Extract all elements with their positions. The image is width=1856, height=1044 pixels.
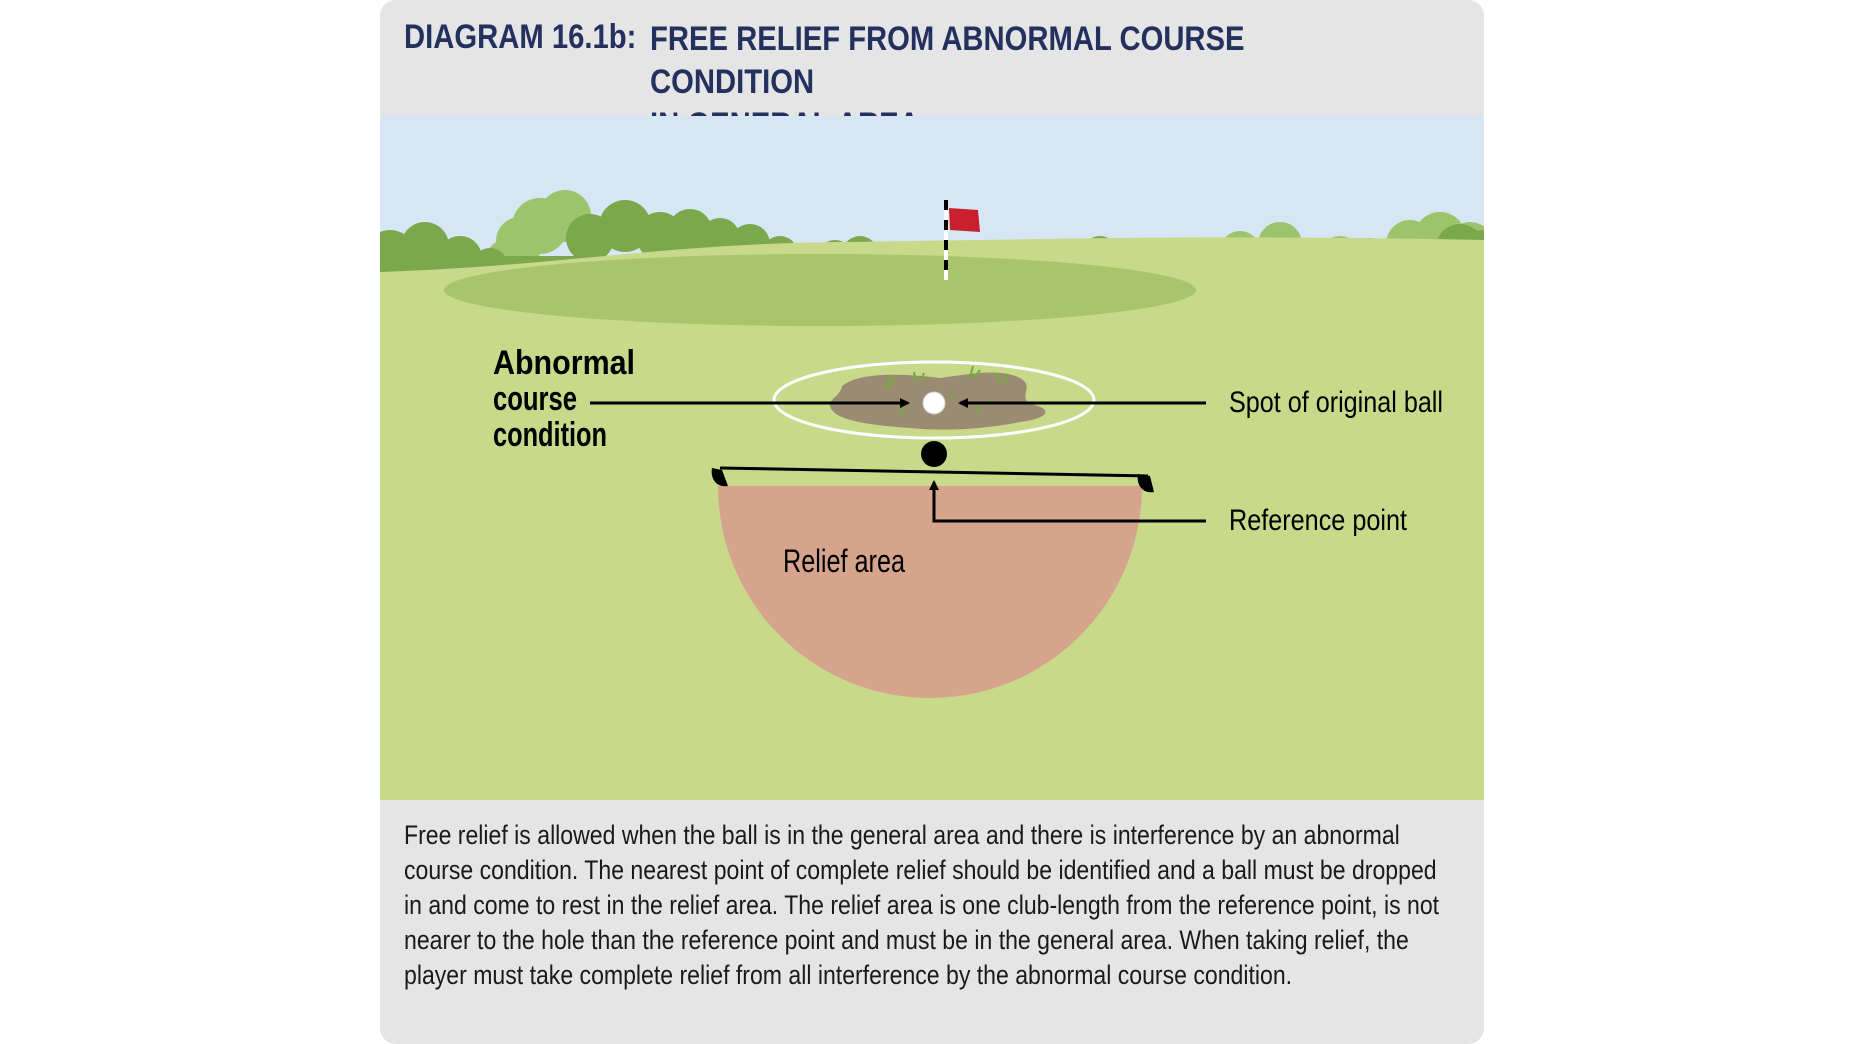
diagram-card: DIAGRAM 16.1b: FREE RELIEF FROM ABNORMAL… — [380, 0, 1484, 1044]
diagram-header: DIAGRAM 16.1b: FREE RELIEF FROM ABNORMAL… — [380, 0, 1484, 144]
course-scene: Abnormal course condition Spot of origin… — [380, 116, 1484, 800]
abnormal-condition-label: Abnormal course condition — [493, 344, 635, 454]
diagram-number: DIAGRAM 16.1b: — [404, 18, 637, 56]
reference-point-marker — [921, 441, 947, 467]
abnormal-label-line2: course — [493, 380, 577, 418]
abnormal-label-line3: condition — [493, 416, 607, 454]
flag-icon — [944, 200, 980, 280]
putting-green — [444, 254, 1196, 326]
relief-area-label: Relief area — [783, 543, 905, 579]
arrow-reference-point — [929, 480, 1206, 523]
diagram-caption: Free relief is allowed when the ball is … — [404, 820, 1440, 990]
spot-of-original-ball-label: Spot of original ball — [1229, 386, 1443, 419]
abnormal-condition-boundary — [772, 360, 1096, 440]
relief-area — [718, 486, 1142, 698]
abnormal-label-line1: Abnormal — [493, 344, 635, 382]
reference-point-label: Reference point — [1229, 504, 1408, 537]
club-end-left — [711, 468, 728, 487]
golf-ball-icon — [922, 391, 946, 415]
grass-tufts — [885, 365, 1009, 417]
course-illustration: Abnormal course condition Spot of origin… — [380, 116, 1484, 800]
club-end-right — [1137, 474, 1154, 493]
club-length-line — [719, 466, 1149, 478]
